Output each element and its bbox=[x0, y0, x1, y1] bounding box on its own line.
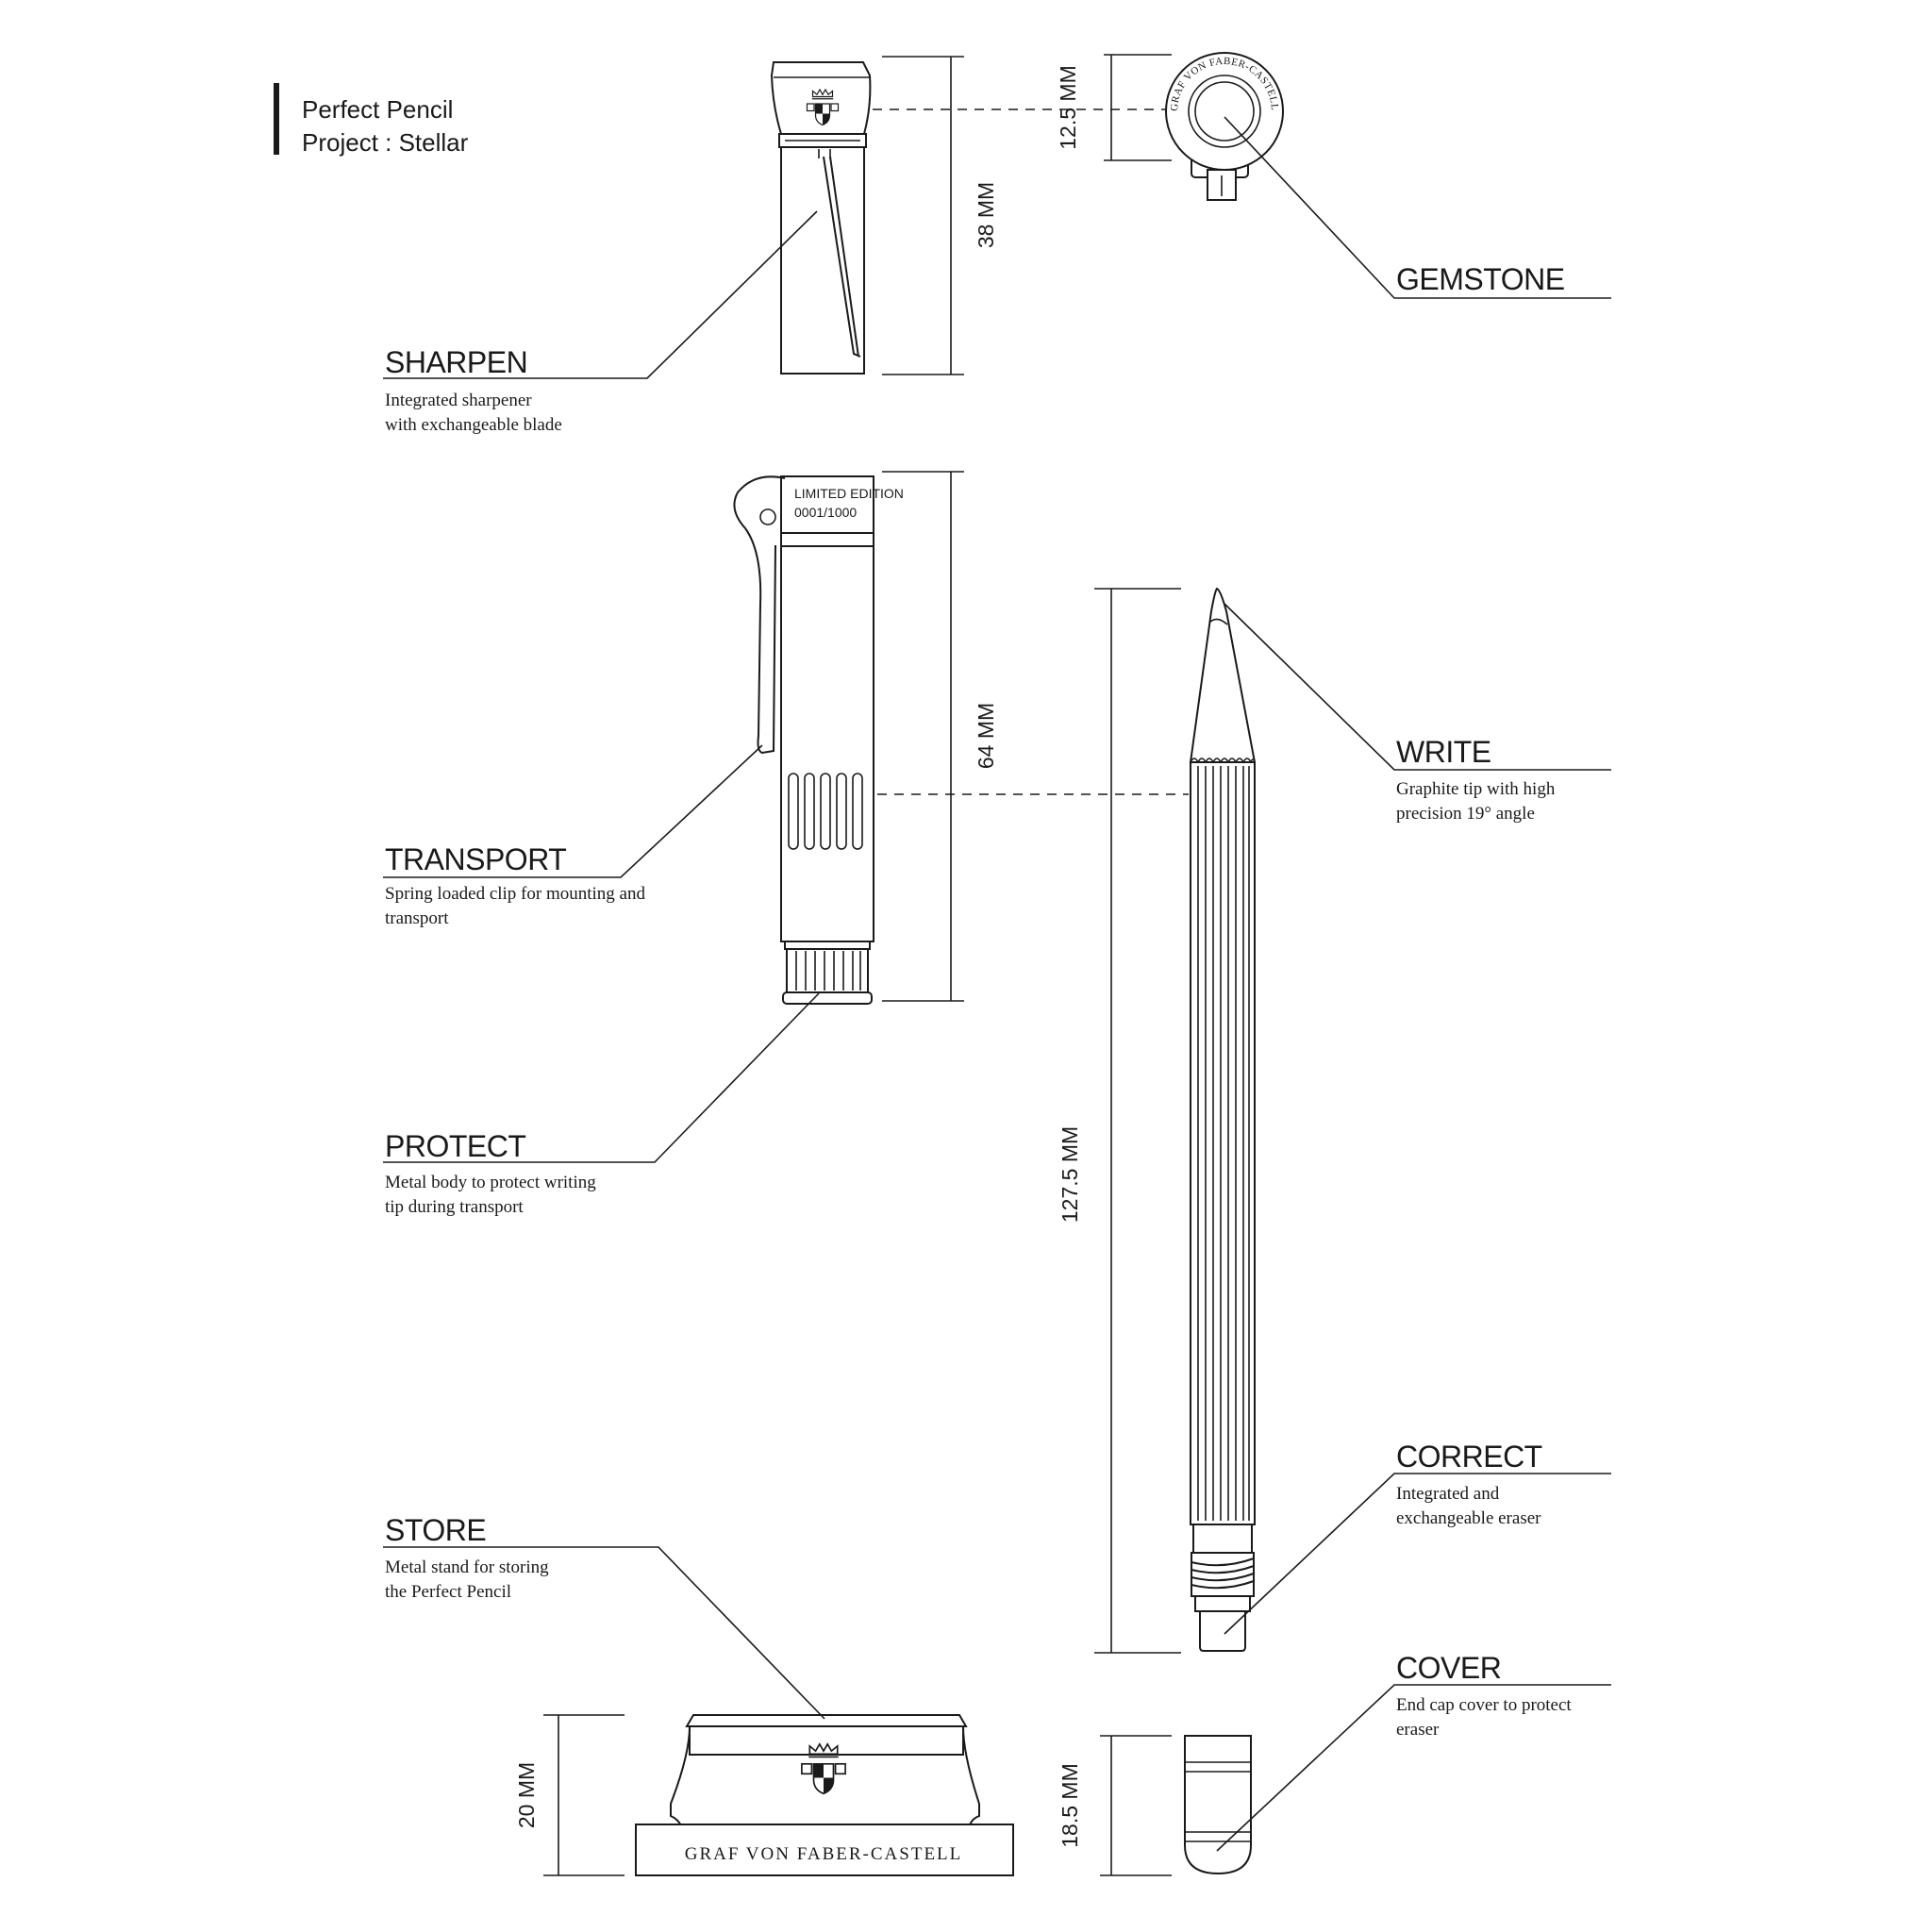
protect-desc-line1: Metal body to protect writing bbox=[385, 1173, 596, 1192]
dim-cap-label: 18.5 MM bbox=[1058, 1763, 1082, 1847]
gemstone-top-view: GRAF VON FABER-CASTELL bbox=[1165, 52, 1284, 201]
pencil-ferrule-rings bbox=[1191, 1557, 1255, 1590]
cover-desc-line2: eraser bbox=[1396, 1720, 1440, 1740]
cover-title: COVER bbox=[1396, 1651, 1501, 1685]
protect-title: PROTECT bbox=[385, 1129, 525, 1163]
write-title: WRITE bbox=[1396, 735, 1491, 769]
project-title: Perfect Pencil Project : Stellar bbox=[274, 83, 469, 157]
gemstone-title: GEMSTONE bbox=[1396, 262, 1565, 296]
correct-callout: CORRECT Integrated and exchangeable eras… bbox=[1224, 1440, 1611, 1635]
sharpen-title: SHARPEN bbox=[385, 345, 527, 379]
protect-desc-line2: tip during transport bbox=[385, 1197, 524, 1217]
stand-brand-text: GRAF VON FABER-CASTELL bbox=[685, 1844, 963, 1864]
store-callout: STORE Metal stand for storing the Perfec… bbox=[383, 1513, 825, 1720]
stand-dimension: 20 MM bbox=[514, 1714, 625, 1876]
correct-desc-line2: exchangeable eraser bbox=[1396, 1508, 1541, 1528]
pencil-illustration bbox=[1189, 587, 1257, 1652]
cover-desc-line1: End cap cover to protect bbox=[1396, 1695, 1572, 1715]
transport-callout: TRANSPORT Spring loaded clip for mountin… bbox=[383, 744, 763, 928]
transport-title: TRANSPORT bbox=[385, 842, 566, 876]
write-callout: WRITE Graphite tip with high precision 1… bbox=[1224, 603, 1611, 824]
pencil-flutes bbox=[1197, 766, 1250, 1521]
transport-desc-line1: Spring loaded clip for mounting and bbox=[385, 884, 645, 904]
store-desc-line2: the Perfect Pencil bbox=[385, 1582, 511, 1602]
sharpen-callout: SHARPEN Integrated sharpener with exchan… bbox=[383, 210, 818, 435]
dim-stand-label: 20 MM bbox=[514, 1762, 539, 1828]
edition-line2: 0001/1000 bbox=[794, 505, 857, 520]
protect-callout: PROTECT Metal body to protect writing ti… bbox=[383, 992, 820, 1217]
project-title-line2: Project : Stellar bbox=[302, 128, 469, 157]
store-title: STORE bbox=[385, 1513, 486, 1547]
correct-desc-line1: Integrated and bbox=[1396, 1484, 1500, 1504]
extender-dimension: 64 MM bbox=[882, 471, 998, 1002]
edition-line1: LIMITED EDITION bbox=[794, 486, 904, 501]
sharpener-illustration bbox=[770, 61, 872, 375]
write-desc-line2: precision 19° angle bbox=[1396, 804, 1535, 824]
correct-title: CORRECT bbox=[1396, 1440, 1542, 1474]
gemstone-dimension: 12.5 MM bbox=[1056, 54, 1172, 161]
cover-callout: COVER End cap cover to protect eraser bbox=[1216, 1651, 1611, 1852]
pencil-dimension: 127.5 MM bbox=[1058, 588, 1181, 1654]
sharpener-dimension: 38 MM bbox=[882, 56, 998, 375]
sharpen-desc-line2: with exchangeable blade bbox=[385, 415, 562, 435]
project-title-line1: Perfect Pencil bbox=[302, 95, 453, 124]
store-desc-line1: Metal stand for storing bbox=[385, 1557, 549, 1577]
cap-dimension: 18.5 MM bbox=[1058, 1735, 1172, 1876]
gemstone-callout: GEMSTONE bbox=[1224, 116, 1611, 299]
extender-illustration: LIMITED EDITION 0001/1000 bbox=[733, 475, 904, 1005]
dim-pencil-label: 127.5 MM bbox=[1058, 1126, 1082, 1223]
stand-illustration: GRAF VON FABER-CASTELL bbox=[635, 1714, 1014, 1876]
title-bar-accent bbox=[274, 83, 279, 155]
extender-knurl bbox=[795, 951, 861, 991]
dim-extender-label: 64 MM bbox=[974, 703, 998, 769]
dim-gemstone-label: 12.5 MM bbox=[1056, 65, 1080, 149]
transport-desc-line2: transport bbox=[385, 908, 449, 928]
write-desc-line1: Graphite tip with high bbox=[1396, 779, 1556, 799]
extender-grooves bbox=[788, 773, 863, 850]
dim-sharpener-label: 38 MM bbox=[974, 182, 998, 248]
end-cap-illustration bbox=[1184, 1735, 1252, 1875]
sharpen-desc-line1: Integrated sharpener bbox=[385, 391, 532, 410]
